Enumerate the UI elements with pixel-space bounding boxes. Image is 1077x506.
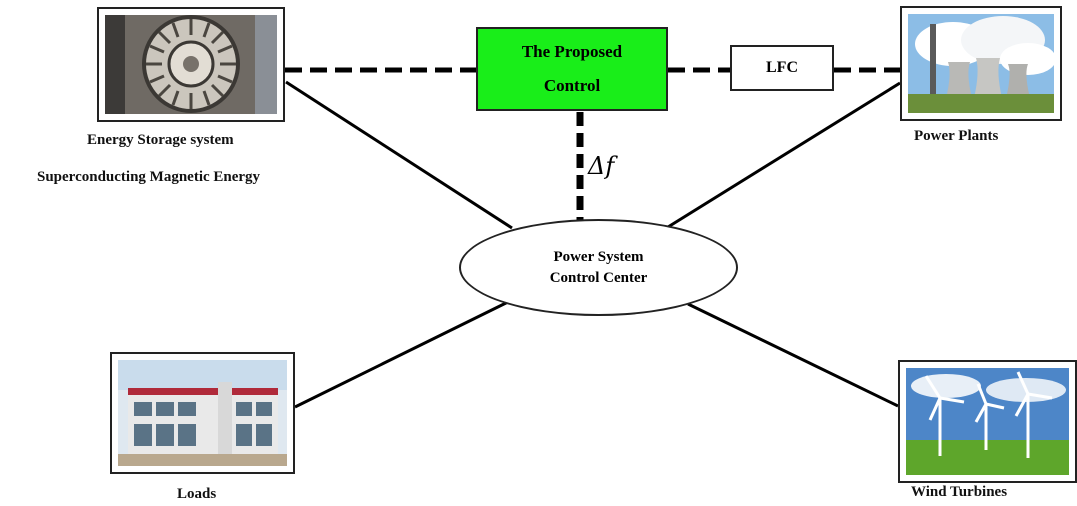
superconducting-label: Superconducting Magnetic Energy [37,169,261,185]
power-plant-icon [908,14,1054,113]
proposed-control-line2: Control [543,76,601,95]
smes-coil-icon [105,15,277,114]
control-center-line1: Power System [553,248,644,265]
building-icon [118,360,287,466]
center-to-loads-line [294,300,509,409]
center-to-wind-line [687,302,899,408]
wind-turbine-icon [906,368,1069,475]
proposed-control-line1: The Proposed [521,42,623,61]
lfc-block: LFC [730,45,834,91]
loads-node [110,352,295,474]
lfc-label: LFC [766,59,798,76]
wind-turbines-label: Wind Turbines [911,484,1008,500]
energy-storage-node [97,7,285,122]
center-to-storage-line [285,80,513,230]
proposed-control-block: The Proposed Control [476,27,668,111]
control-center-line2: Control Center [549,269,648,286]
energy-storage-label: Energy Storage system [87,132,234,148]
center-to-plants-line [667,81,901,229]
power-plants-node [900,6,1062,121]
control-center-ellipse: Power System Control Center [459,219,738,316]
power-plants-label: Power Plants [914,128,999,144]
wind-turbines-node [898,360,1077,483]
delta-f-label: Δf [588,152,615,180]
loads-label: Loads [177,486,217,502]
